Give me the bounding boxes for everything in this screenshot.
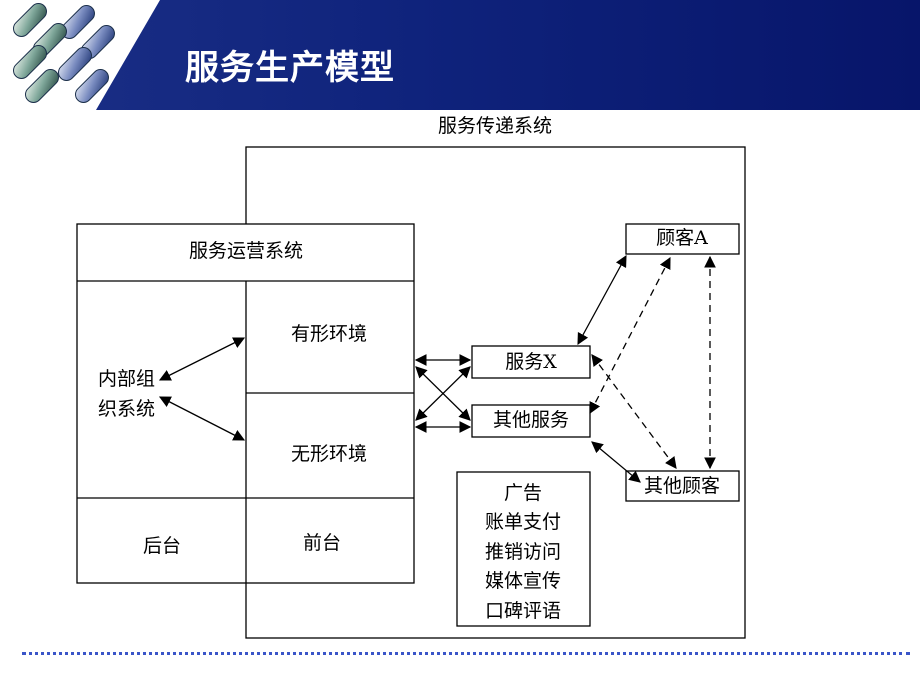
other-customer-box [625, 470, 740, 502]
page-title: 服务生产模型 [185, 48, 395, 88]
back-office-label: 后台 [142, 535, 182, 557]
delivery-system-label: 服务传递系统 [437, 115, 553, 137]
cylinder-logo-icon [13, 3, 115, 103]
internal-org-line-2: 织系统 [98, 398, 156, 421]
channel-item: 媒体宣传 [484, 570, 561, 593]
channel-item: 广告 [503, 482, 542, 504]
intangible-env-label: 无形环境 [290, 443, 368, 465]
operation-system-label: 服务运营系统 [188, 240, 304, 262]
arrow-internal-tangible [158, 337, 246, 381]
other-customer-label: 其他顾客 [643, 475, 721, 497]
arrow-servicex-customera [577, 254, 627, 346]
channel-item: 口碑评语 [484, 599, 561, 622]
customer-a-label: 顾客A [656, 227, 708, 249]
channel-item: 账单支付 [484, 511, 561, 534]
channel-item: 推销访问 [484, 540, 561, 563]
dashed-arrow-servicex-othercustomer [591, 354, 677, 469]
internal-org-label: 内部组 织系统 [98, 364, 155, 425]
other-service-box [471, 404, 591, 438]
front-office-label: 前台 [302, 532, 342, 554]
tangible-env-label: 有形环境 [290, 323, 368, 345]
channels-list: 广告 账单支付 推销访问 媒体宣传 口碑评语 [473, 479, 573, 626]
footer-dotted-rule [22, 652, 910, 655]
service-x-label: 服务X [505, 351, 557, 373]
arrow-cross-up [415, 366, 471, 421]
dashed-arrow-otherservice-customera [589, 256, 671, 415]
arrow-otherservice-othercustomer [591, 441, 641, 483]
internal-org-line-1: 内部组 [98, 368, 156, 390]
arrow-internal-intangible [158, 396, 246, 441]
customer-a-box [625, 223, 740, 255]
other-service-label: 其他服务 [492, 409, 570, 431]
channels-box [456, 471, 591, 627]
